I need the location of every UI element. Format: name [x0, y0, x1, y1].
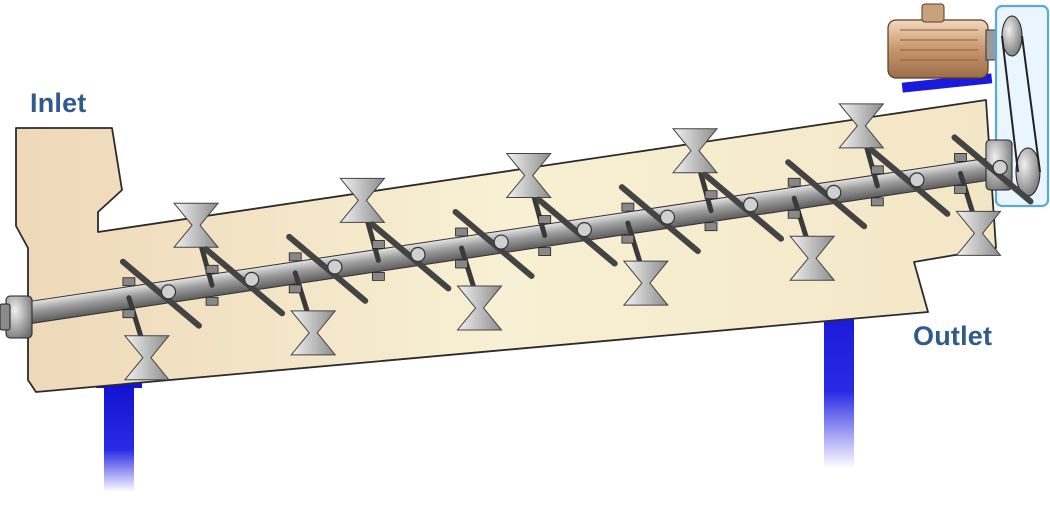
electric-motor-icon — [887, 3, 1003, 79]
mixing-paddle — [785, 159, 868, 281]
mixing-paddle — [339, 177, 452, 292]
mixing-paddle — [119, 258, 202, 381]
mixing-paddle — [505, 153, 618, 267]
shaft-end-cap-left — [0, 295, 33, 339]
belt-drive-icon — [1001, 15, 1041, 197]
mixing-paddle — [618, 184, 701, 306]
support-leg-left — [96, 376, 142, 492]
mixing-paddle — [173, 202, 286, 317]
inlet-label: Inlet — [30, 88, 87, 118]
mixing-rotor — [0, 103, 1034, 381]
mixing-paddle — [286, 233, 369, 356]
outlet-label: Outlet — [913, 321, 993, 351]
mixing-paddle — [671, 128, 785, 242]
mixing-paddle — [452, 208, 535, 331]
mixing-paddle — [951, 134, 1034, 256]
mixing-paddle — [838, 103, 951, 217]
